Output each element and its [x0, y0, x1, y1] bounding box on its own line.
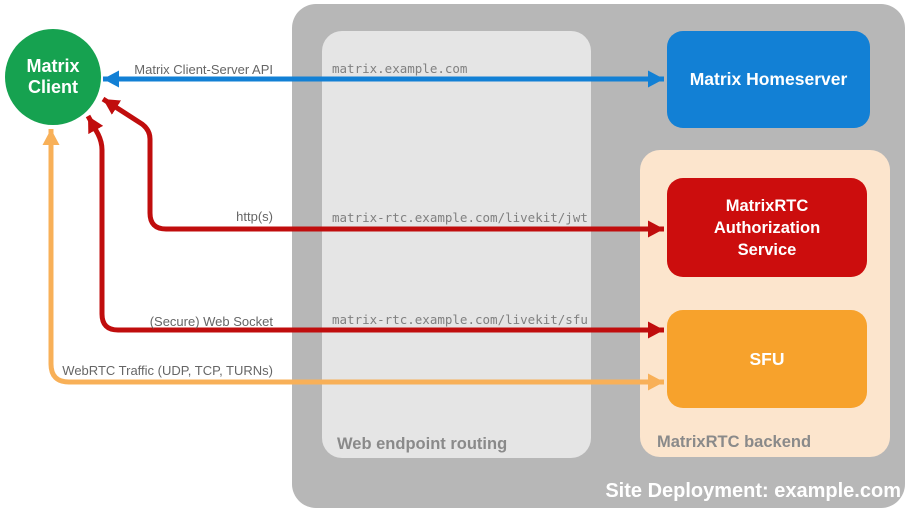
- web-endpoint-routing-label: Web endpoint routing: [337, 435, 508, 453]
- matrix-domain-label: matrix.example.com: [332, 61, 468, 76]
- matrixrtc-backend-label: MatrixRTC backend: [657, 433, 812, 451]
- https-label: http(s): [236, 209, 273, 224]
- sfu-node: SFU: [667, 310, 867, 408]
- sfu-label: SFU: [749, 348, 785, 369]
- matrix-client-node: Matrix Client: [5, 29, 101, 125]
- webrtc-traffic-label: WebRTC Traffic (UDP, TCP, TURNs): [62, 363, 273, 378]
- matrix-homeserver-label: Matrix Homeserver: [689, 69, 848, 89]
- websocket-label: (Secure) Web Socket: [149, 314, 273, 329]
- matrix-homeserver-node: Matrix Homeserver: [667, 31, 870, 128]
- livekit-jwt-path-label: matrix-rtc.example.com/livekit/jwt: [332, 210, 588, 225]
- matrix-client-label: Matrix Client: [26, 56, 80, 97]
- client-server-api-label: Matrix Client-Server API: [134, 62, 273, 77]
- site-deployment-label: Site Deployment: example.com: [605, 480, 901, 502]
- livekit-sfu-path-label: matrix-rtc.example.com/livekit/sfu: [332, 312, 588, 327]
- web-endpoint-routing-box: [322, 31, 591, 458]
- matrixrtc-auth-service-label: MatrixRTC Authorization Service: [713, 196, 821, 259]
- matrixrtc-auth-service-node: MatrixRTC Authorization Service: [667, 178, 867, 277]
